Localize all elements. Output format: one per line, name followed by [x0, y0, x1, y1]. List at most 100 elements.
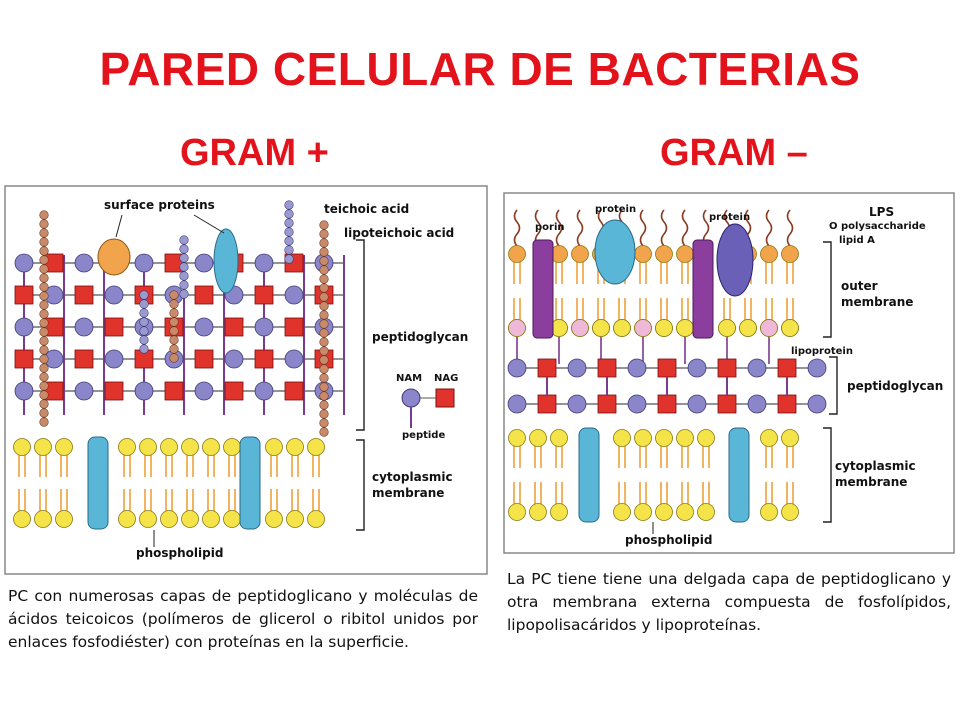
- gram-positive-diagram: surface proteins teichoic acid lipoteich…: [4, 185, 488, 575]
- phospholipid-head: [202, 438, 220, 456]
- teichoic-bead: [319, 265, 329, 275]
- bracket: [356, 239, 365, 431]
- nam-unit: [284, 349, 304, 369]
- nam-unit: [134, 381, 154, 401]
- nam-unit: [747, 394, 767, 414]
- membrane-label-gn: membrane: [835, 475, 907, 489]
- phospholipid-head: [202, 510, 220, 528]
- nam-unit: [224, 349, 244, 369]
- page-title: PARED CELULAR DE BACTERIAS: [99, 43, 861, 95]
- teichoic-bead: [39, 417, 49, 427]
- teichoic-bead: [319, 247, 329, 257]
- phospholipid-head: [676, 503, 694, 521]
- outer-protein: [594, 219, 636, 285]
- teichoic-bead: [169, 326, 179, 336]
- phospholipid-head: [676, 429, 694, 447]
- nam-unit: [194, 317, 214, 337]
- phospholipid-head: [286, 438, 304, 456]
- nam-unit: [254, 317, 274, 337]
- bracket: [829, 356, 838, 415]
- teichoic-bead: [319, 364, 329, 374]
- membrane-protein: [728, 427, 750, 523]
- teichoic-bead: [319, 229, 329, 239]
- teichoic-bead: [284, 245, 294, 255]
- nam-unit: [567, 358, 587, 378]
- nam-unit: [507, 394, 527, 414]
- phospholipid-head: [613, 503, 631, 521]
- phospholipid-head: [13, 510, 31, 528]
- phospholipid-head: [550, 429, 568, 447]
- nam-unit: [14, 381, 34, 401]
- o-polysaccharide-chain: [786, 209, 794, 247]
- nag-unit: [284, 317, 304, 337]
- phospholipid-label: phospholipid: [136, 546, 223, 560]
- teichoic-bead: [39, 237, 49, 247]
- gram-positive-caption: PC con numerosas capas de peptidoglicano…: [8, 587, 478, 651]
- nam-unit: [567, 394, 587, 414]
- nam-unit: [254, 253, 274, 273]
- outer-protein: [716, 223, 754, 297]
- nam-unit: [104, 285, 124, 305]
- inner-leaflet-head: [508, 319, 526, 337]
- teichoic-bead: [319, 391, 329, 401]
- nag-unit: [657, 358, 677, 378]
- phospholipid-head: [529, 429, 547, 447]
- surface-protein: [97, 238, 131, 276]
- phospholipid-head: [781, 429, 799, 447]
- teichoic-bead: [319, 319, 329, 329]
- phospholipid-head: [265, 510, 283, 528]
- teichoic-bead: [179, 253, 189, 263]
- teichoic-bead: [39, 336, 49, 346]
- phospholipid-head: [223, 438, 241, 456]
- phospholipid-head: [118, 438, 136, 456]
- teichoic-bead: [139, 344, 149, 354]
- teichoic-bead: [319, 283, 329, 293]
- o-polysaccharide-chain: [765, 209, 773, 247]
- phospholipid-head: [508, 429, 526, 447]
- teichoic-bead: [319, 418, 329, 428]
- phospholipid-head: [655, 245, 673, 263]
- teichoic-bead: [139, 308, 149, 318]
- teichoic-bead: [319, 427, 329, 437]
- membrane-label: membrane: [372, 486, 444, 500]
- nam-unit: [627, 358, 647, 378]
- teichoic-bead: [39, 390, 49, 400]
- lipoteichoic-acid-label: lipoteichoic acid: [344, 226, 454, 240]
- nag-unit: [657, 394, 677, 414]
- nam-unit: [74, 253, 94, 273]
- teichoic-bead: [39, 399, 49, 409]
- teichoic-bead: [319, 328, 329, 338]
- teichoic-bead: [284, 236, 294, 246]
- nag-unit: [537, 394, 557, 414]
- nam-unit: [254, 381, 274, 401]
- teichoic-bead: [179, 271, 189, 281]
- inner-leaflet-head: [718, 319, 736, 337]
- inner-leaflet-head: [781, 319, 799, 337]
- porin-label: porin: [535, 222, 565, 233]
- phospholipid-head: [508, 245, 526, 263]
- teichoic-bead: [139, 317, 149, 327]
- nam-unit: [104, 349, 124, 369]
- phospholipid-head: [181, 510, 199, 528]
- phospholipid-head: [781, 503, 799, 521]
- nam-unit: [14, 253, 34, 273]
- outer-membrane-label: membrane: [841, 295, 913, 309]
- nam-unit: [14, 317, 34, 337]
- gram-negative-artwork: [507, 209, 838, 534]
- teichoic-bead: [39, 255, 49, 265]
- teichoic-bead: [319, 292, 329, 302]
- phospholipid-head: [181, 438, 199, 456]
- nam-unit: [284, 285, 304, 305]
- teichoic-bead: [319, 373, 329, 383]
- bracket: [356, 439, 365, 531]
- teichoic-bead: [319, 382, 329, 392]
- phospholipid-head: [655, 429, 673, 447]
- teichoic-bead: [39, 246, 49, 256]
- inner-leaflet-head: [571, 319, 589, 337]
- peptide-label: peptide: [402, 430, 445, 441]
- phospholipid-label-gn: phospholipid: [625, 533, 712, 547]
- surface-proteins-label: surface proteins: [104, 198, 215, 212]
- membrane-protein: [87, 436, 109, 530]
- membrane-protein: [578, 427, 600, 523]
- nam-unit: [74, 317, 94, 337]
